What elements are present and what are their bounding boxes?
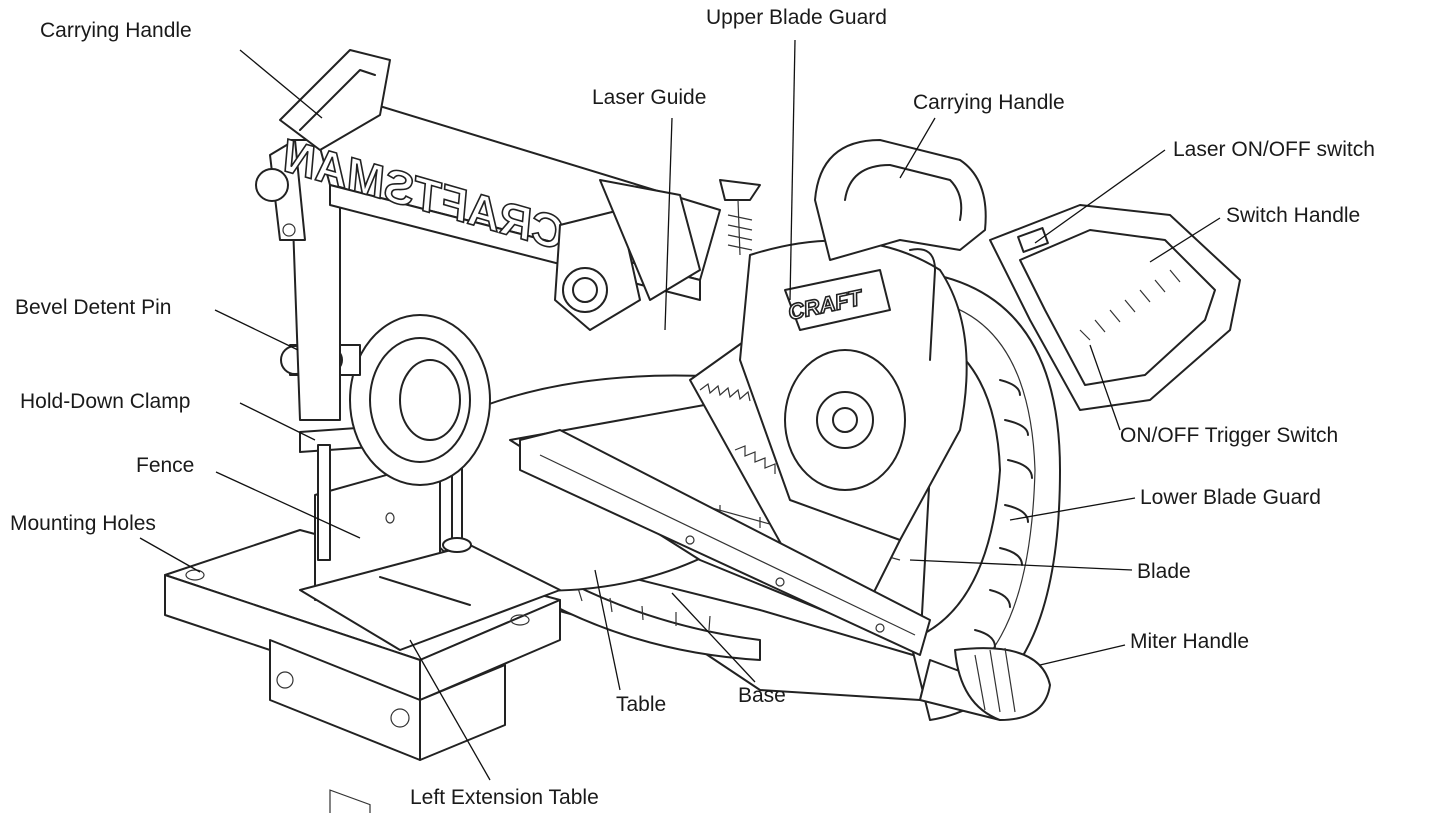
leader-table <box>594 569 621 691</box>
label-table: Table <box>616 693 667 716</box>
leader-carrying-handle-right <box>899 117 936 179</box>
leader-lines <box>139 39 1221 781</box>
label-fence: Fence <box>136 454 195 477</box>
label-lower-blade-guard: Lower Blade Guard <box>1140 486 1321 509</box>
label-base: Base <box>738 684 786 707</box>
right-rail <box>519 429 931 656</box>
upper-blade-guard: CRAFT <box>739 239 968 541</box>
switch-handle <box>989 204 1241 411</box>
leader-miter-handle <box>1039 644 1126 666</box>
label-miter-handle: Miter Handle <box>1130 630 1250 653</box>
leader-laser-guide <box>664 117 673 331</box>
leader-base <box>671 592 756 683</box>
label-carrying-handle-left: Carrying Handle <box>40 19 192 42</box>
miter-handle <box>919 647 1051 721</box>
leader-switch-handle <box>1149 217 1221 263</box>
rail-column <box>255 139 341 421</box>
label-bevel-detent-pin: Bevel Detent Pin <box>15 296 172 319</box>
laser-housing <box>554 179 761 331</box>
label-mounting-holes: Mounting Holes <box>10 512 156 535</box>
leader-fence <box>215 471 361 539</box>
leader-carrying-handle-left <box>239 49 323 119</box>
leader-hold-down-clamp <box>239 402 316 441</box>
label-hold-down-clamp: Hold-Down Clamp <box>20 390 191 413</box>
leader-blade <box>909 559 1133 571</box>
leader-mounting-holes <box>139 537 201 573</box>
leader-laser-switch <box>1034 149 1166 244</box>
leader-trigger-switch <box>1089 344 1121 431</box>
label-laser-switch: Laser ON/OFF switch <box>1173 138 1375 161</box>
label-laser-guide: Laser Guide <box>592 86 707 109</box>
bevel-pivot <box>280 314 491 486</box>
label-left-extension-table: Left Extension Table <box>410 786 599 809</box>
label-blade: Blade <box>1137 560 1191 583</box>
label-carrying-handle-right: Carrying Handle <box>913 91 1065 114</box>
leader-lower-blade-guard <box>1009 497 1136 521</box>
motor-handle <box>814 139 987 261</box>
leader-bevel-detent-pin <box>214 309 299 351</box>
leader-upper-blade-guard <box>789 39 796 301</box>
label-trigger-switch: ON/OFF Trigger Switch <box>1120 424 1339 447</box>
label-upper-blade-guard: Upper Blade Guard <box>706 6 887 29</box>
leader-left-extension-table <box>409 639 491 781</box>
label-switch-handle: Switch Handle <box>1226 204 1361 227</box>
